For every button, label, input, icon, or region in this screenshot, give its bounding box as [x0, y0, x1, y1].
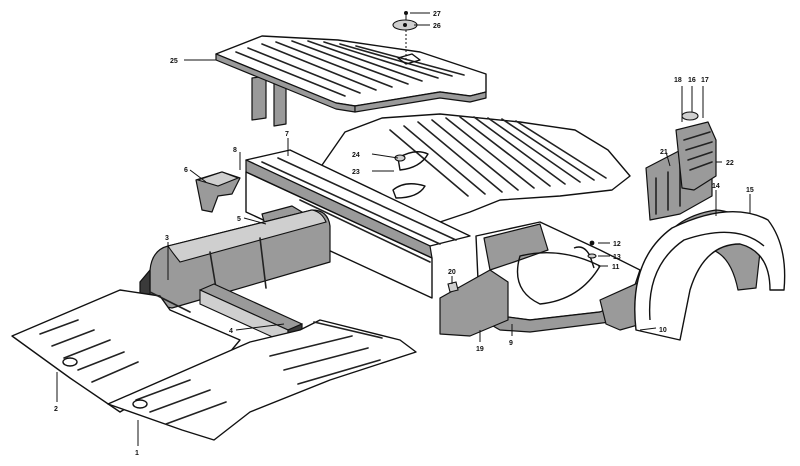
callout-27: 27	[433, 11, 441, 18]
callout-6: 6	[184, 167, 188, 174]
callout-21: 21	[660, 149, 668, 156]
clip-20	[447, 281, 459, 293]
side-panel-19	[439, 269, 509, 337]
callout-20: 20	[448, 269, 456, 276]
callout-labels: 1 2 3 4 5 6 7 8 9 10 11 12 13 14 15 16 1…	[54, 11, 754, 457]
bracket-6	[195, 171, 241, 213]
callout-7: 7	[285, 131, 289, 138]
callout-13: 13	[613, 254, 621, 261]
cross-member	[245, 149, 471, 299]
callout-23: 23	[352, 169, 360, 176]
callout-24: 24	[352, 152, 360, 159]
callout-2: 2	[54, 406, 58, 413]
callout-9: 9	[509, 340, 513, 347]
fastener-16	[681, 111, 699, 121]
callout-5: 5	[237, 216, 241, 223]
outer-wheel-arch-15	[634, 211, 786, 341]
spare-wheel-well	[469, 221, 641, 333]
callout-11: 11	[612, 264, 620, 271]
callout-4: 4	[229, 328, 233, 335]
callout-12: 12	[613, 241, 621, 248]
right-floor-pan	[107, 319, 417, 441]
callout-16: 16	[688, 77, 696, 84]
callout-15: 15	[746, 187, 754, 194]
callout-14: 14	[712, 183, 720, 190]
callout-22: 22	[726, 160, 734, 167]
callout-10: 10	[659, 327, 667, 334]
rear-shelf-panel	[215, 35, 487, 127]
plate-26	[392, 19, 418, 31]
callout-8: 8	[233, 147, 237, 154]
callout-19: 19	[476, 346, 484, 353]
left-floor-pan	[11, 289, 241, 413]
callout-18: 18	[674, 77, 682, 84]
callout-17: 17	[701, 77, 709, 84]
washer-13	[587, 253, 597, 259]
callout-3: 3	[165, 235, 169, 242]
leader-lines	[56, 12, 751, 446]
rear-inner-panel-22	[675, 121, 717, 191]
bolt-12	[589, 240, 595, 246]
central-tunnel	[139, 209, 331, 309]
callout-26: 26	[433, 23, 441, 30]
callout-25: 25	[170, 58, 178, 65]
rear-floor-panel	[319, 113, 631, 223]
screw-27	[404, 11, 408, 20]
callout-1: 1	[135, 450, 139, 457]
